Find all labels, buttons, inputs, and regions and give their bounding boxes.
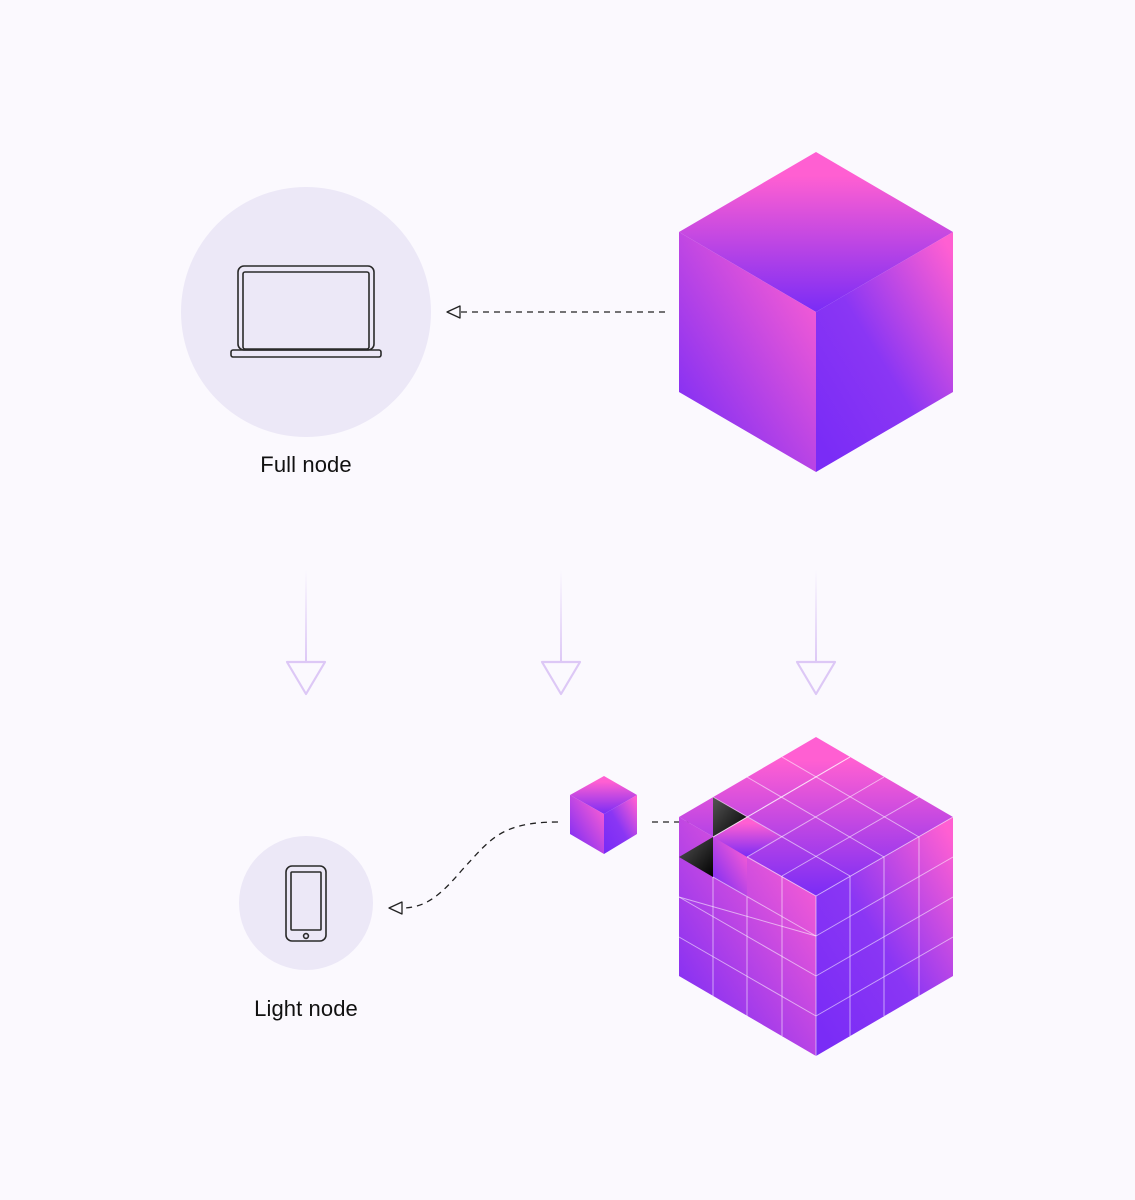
segmented-block-cube xyxy=(678,737,954,1056)
smartphone-icon xyxy=(285,865,327,942)
full-block-cube xyxy=(679,152,953,472)
full-node-circle xyxy=(181,187,431,437)
flow-arrow-right xyxy=(795,570,837,696)
arrowhead-left-icon xyxy=(388,901,403,915)
light-node-label: Light node xyxy=(254,996,358,1021)
arrowhead-left-icon xyxy=(446,305,461,319)
full-node xyxy=(181,187,431,437)
light-node-circle xyxy=(239,836,373,970)
light-node xyxy=(239,836,373,970)
light-node-connector xyxy=(388,821,559,915)
flow-arrow-left xyxy=(285,570,327,696)
full-node-label: Full node xyxy=(260,452,352,477)
block-fragment-cube xyxy=(570,776,637,854)
full-node-connector xyxy=(446,305,665,319)
laptop-icon xyxy=(230,265,382,358)
cube-grid-lines xyxy=(678,756,954,1056)
flow-arrow-middle xyxy=(540,570,582,696)
